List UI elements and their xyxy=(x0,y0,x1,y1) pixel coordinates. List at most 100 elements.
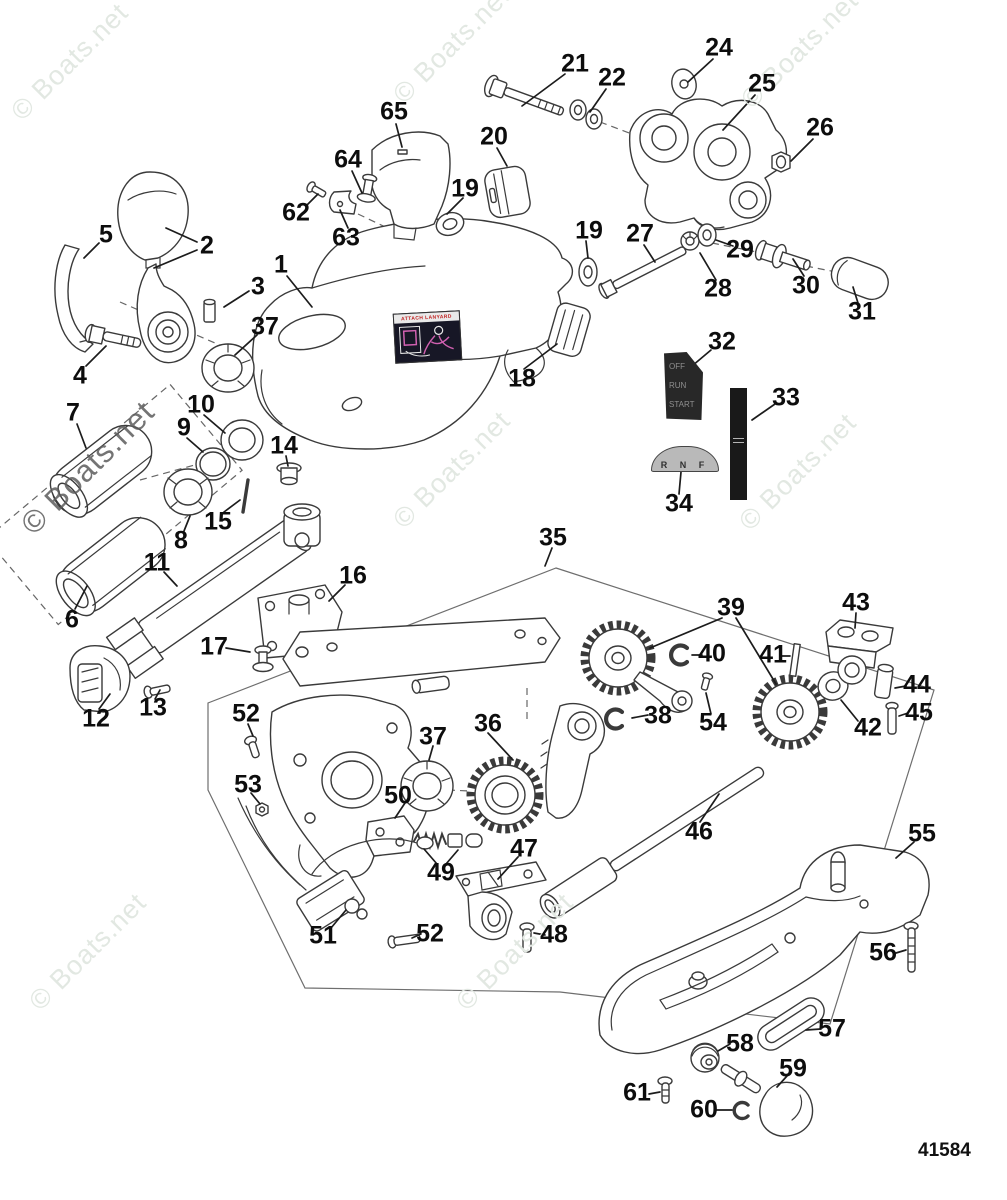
lanyard-warning-decal: ATTACH LANYARD xyxy=(392,310,463,364)
callout-58: 58 xyxy=(726,1029,754,1058)
part-47-bracket xyxy=(455,861,547,941)
callout-33: 33 xyxy=(772,383,800,412)
callout-42: 42 xyxy=(854,713,882,742)
callout-16: 16 xyxy=(339,561,367,590)
callout-40: 40 xyxy=(698,639,726,668)
callout-34: 34 xyxy=(665,489,693,518)
part-57-gasket xyxy=(757,997,825,1051)
callout-19: 19 xyxy=(575,216,603,245)
part-48-bolt xyxy=(519,922,535,953)
part-50-bracket xyxy=(365,815,415,857)
part-7-grip-sleeve xyxy=(49,424,153,518)
callout-2: 2 xyxy=(200,231,214,260)
callout-36: 36 xyxy=(474,709,502,738)
part-53-nut xyxy=(255,802,269,817)
ignition-run-label: RUN xyxy=(669,381,687,390)
callout-18: 18 xyxy=(508,364,536,393)
part-39-bevel-gear-a xyxy=(580,620,693,713)
part-20-mount-block xyxy=(484,165,531,219)
part-29-washer xyxy=(697,223,717,247)
part-44-pin xyxy=(873,663,894,700)
callout-26: 26 xyxy=(806,113,834,142)
callout-24: 24 xyxy=(705,33,733,62)
callout-52: 52 xyxy=(232,699,260,728)
callout-63: 63 xyxy=(332,223,360,252)
part-45-bolt xyxy=(885,701,899,735)
diagram-part-number: 41584 xyxy=(918,1140,971,1161)
black-strip-decal xyxy=(730,388,747,500)
part-24-washer xyxy=(671,68,697,100)
part-21-bolt xyxy=(483,74,565,116)
callout-29: 29 xyxy=(726,235,754,264)
callout-43: 43 xyxy=(842,588,870,617)
callout-10: 10 xyxy=(187,390,215,419)
callout-20: 20 xyxy=(480,122,508,151)
callout-51: 51 xyxy=(309,921,337,950)
part-10-ring xyxy=(220,419,264,461)
leader-lines xyxy=(74,58,915,1111)
callout-45: 45 xyxy=(905,698,933,727)
callout-21: 21 xyxy=(561,49,589,78)
part-36-throttle-gear xyxy=(466,702,606,834)
callout-32: 32 xyxy=(708,327,736,356)
callout-17: 17 xyxy=(200,632,228,661)
part-12-end-cap xyxy=(69,645,131,713)
part-52-screw-upper xyxy=(243,735,260,759)
part-9-oring xyxy=(195,447,231,481)
callout-57: 57 xyxy=(818,1014,846,1043)
callout-13: 13 xyxy=(139,693,167,722)
part-22-washers xyxy=(569,99,603,130)
callout-28: 28 xyxy=(704,274,732,303)
callout-5: 5 xyxy=(99,220,113,249)
callout-12: 12 xyxy=(82,704,110,733)
part-56-screw xyxy=(903,921,919,973)
callout-55: 55 xyxy=(908,819,936,848)
callout-6: 6 xyxy=(65,605,79,634)
part-63-bracket xyxy=(328,190,357,215)
part-17-bolt xyxy=(252,645,274,673)
callout-56: 56 xyxy=(869,938,897,967)
callout-4: 4 xyxy=(73,361,87,390)
callout-3: 3 xyxy=(251,272,265,301)
part-54-screw xyxy=(700,672,714,691)
callout-7: 7 xyxy=(66,398,80,427)
part-19-washer xyxy=(578,257,598,287)
part-8-bearing xyxy=(163,468,213,516)
part-27-rod xyxy=(598,246,687,299)
lanyard-decal-art xyxy=(398,325,454,357)
callout-64: 64 xyxy=(334,145,362,174)
assembly-boundary-35 xyxy=(207,567,935,1025)
callout-15: 15 xyxy=(204,507,232,536)
shift-pattern-text: R N F xyxy=(660,460,710,470)
part-25-swivel-bracket xyxy=(628,98,787,231)
callout-37: 37 xyxy=(251,312,279,341)
part-37-retainer-lower xyxy=(400,760,454,812)
part-15-pin xyxy=(241,478,250,514)
callout-54: 54 xyxy=(699,708,727,737)
part-30-bolt-assy xyxy=(754,239,811,271)
callout-9: 9 xyxy=(177,413,191,442)
callout-38: 38 xyxy=(644,701,672,730)
part-14-bushing xyxy=(276,462,302,486)
part-41-pin xyxy=(789,643,801,677)
callout-31: 31 xyxy=(848,297,876,326)
callout-1: 1 xyxy=(274,250,288,279)
callout-41: 41 xyxy=(759,640,787,669)
callout-22: 22 xyxy=(598,63,626,92)
callout-19: 19 xyxy=(451,174,479,203)
callout-30: 30 xyxy=(792,271,820,300)
part-18-bumper xyxy=(547,302,591,358)
callout-48: 48 xyxy=(540,920,568,949)
part-58-bushing xyxy=(690,1042,720,1073)
part-64-screw xyxy=(356,173,378,203)
part-3-pin xyxy=(203,298,216,323)
callout-27: 27 xyxy=(626,219,654,248)
callout-61: 61 xyxy=(623,1078,651,1107)
ignition-start-label: START xyxy=(669,400,695,409)
part-31-knob xyxy=(830,256,889,301)
callout-25: 25 xyxy=(748,69,776,98)
callout-14: 14 xyxy=(270,431,298,460)
part-62-screw xyxy=(306,181,327,198)
part-46-link-rod xyxy=(539,766,765,919)
part-28-lock-washer xyxy=(680,231,700,251)
